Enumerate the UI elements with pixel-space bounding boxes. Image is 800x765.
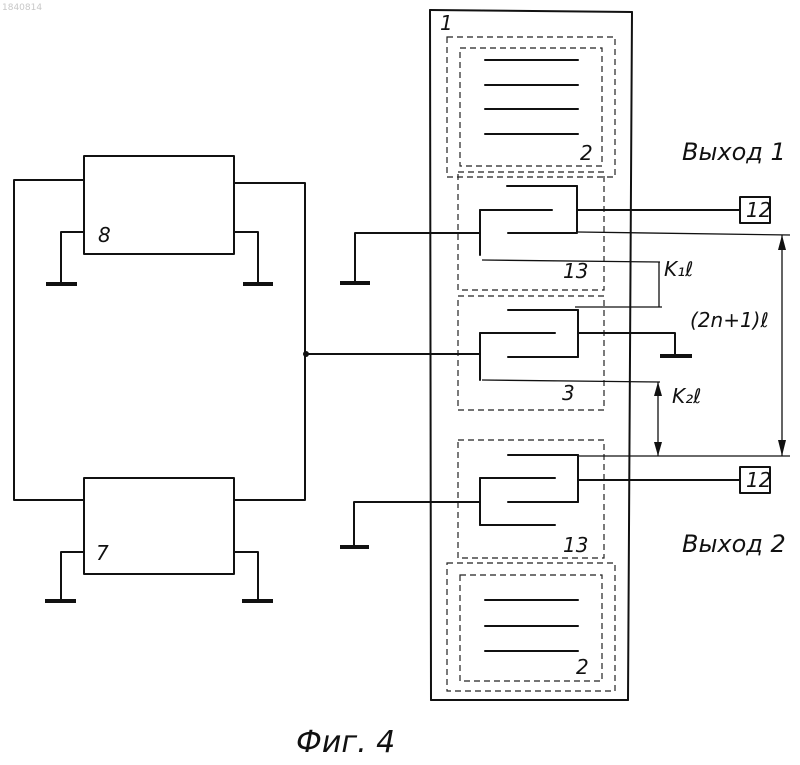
transducer-bottom-label: 13 [563, 533, 588, 557]
output-2-label: Выход 2 [682, 530, 786, 558]
figure-caption: Фиг. 4 [296, 725, 395, 760]
load-bottom-label: 12 [746, 468, 771, 492]
reflector-bottom-label: 2 [576, 655, 589, 679]
block-7-label: 7 [96, 541, 109, 565]
dimension-lines [482, 232, 790, 456]
watermark: 1840814 [2, 3, 42, 13]
ground-wire-bottom [354, 502, 480, 547]
substrate-label: 1 [440, 11, 453, 35]
block-8-label: 8 [98, 223, 111, 247]
output-1-label: Выход 1 [682, 138, 786, 166]
transducer-center-label: 3 [562, 381, 575, 405]
span-label: (2n+1)ℓ [690, 308, 769, 332]
ground-wire-center [578, 333, 675, 356]
ground-wire-top [355, 233, 480, 283]
load-top-label: 12 [746, 198, 771, 222]
block-7 [45, 478, 273, 601]
reflector-top-label: 2 [580, 141, 593, 165]
transducer-top-label: 13 [563, 259, 588, 283]
block-8 [14, 156, 305, 500]
k2l-label: K₂ℓ [672, 384, 701, 408]
reflector-bottom [447, 563, 615, 691]
k1l-label: K₁ℓ [664, 257, 693, 281]
